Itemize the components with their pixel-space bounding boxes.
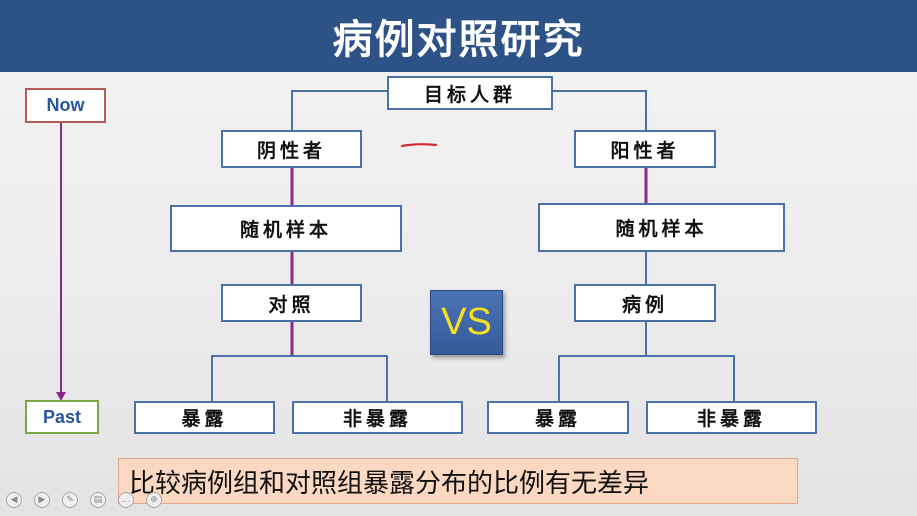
left-sample-text: 随机样本: [239, 219, 332, 241]
left-group-text: 阴性者: [256, 139, 326, 162]
root-left-connector: [291, 90, 387, 130]
right-sample-box: 随机样本: [538, 203, 785, 252]
left-group-box: 阴性者: [221, 130, 362, 168]
timeline-arrow-head: [56, 392, 66, 401]
prev-slide-icon[interactable]: ◀: [6, 492, 22, 508]
right-unexposed-text: 非暴露: [696, 408, 766, 430]
left-unexposed-box: 非暴露: [292, 401, 463, 434]
left-leaves-connector: [211, 355, 388, 401]
right-leaves-connector: [558, 355, 735, 401]
next-slide-icon[interactable]: ▶: [34, 492, 50, 508]
right-unexposed-box: 非暴露: [646, 401, 817, 434]
now-text: Now: [46, 95, 85, 115]
zoom-icon[interactable]: ⊕: [146, 492, 162, 508]
title-bar: 病例对照研究: [0, 0, 917, 72]
right-group-box: 阳性者: [574, 130, 716, 168]
vs-badge: VS: [430, 290, 503, 355]
right-category-text: 病例: [621, 293, 668, 316]
red-annotation-mark: [400, 143, 438, 148]
summary-text: 比较病例组和对照组暴露分布的比例有无差异: [129, 468, 650, 499]
past-text: Past: [42, 406, 82, 427]
slide-menu-icon[interactable]: ▤: [90, 492, 106, 508]
right-exposed-text: 暴露: [534, 408, 581, 430]
right-category-box: 病例: [574, 284, 716, 322]
summary-banner: 比较病例组和对照组暴露分布的比例有无差异: [118, 458, 798, 504]
slide-title: 病例对照研究: [332, 17, 585, 63]
root-right-connector: [553, 90, 647, 130]
root-box: 目标人群: [387, 76, 553, 110]
left-sample-box: 随机样本: [170, 205, 402, 252]
left-exposed-text: 暴露: [181, 408, 228, 430]
vs-text: VS: [441, 301, 492, 343]
right-exposed-box: 暴露: [487, 401, 629, 434]
right-sample-text: 随机样本: [615, 218, 708, 240]
pen-tool-icon[interactable]: ✎: [62, 492, 78, 508]
left-category-text: 对照: [268, 293, 315, 316]
left-exposed-box: 暴露: [134, 401, 275, 434]
left-category-box: 对照: [221, 284, 362, 322]
options-icon[interactable]: …: [118, 492, 134, 508]
root-text: 目标人群: [423, 83, 516, 106]
left-unexposed-text: 非暴露: [342, 408, 412, 430]
right-group-text: 阳性者: [610, 139, 680, 162]
now-label: Now: [25, 88, 106, 123]
past-label: Past: [25, 400, 99, 434]
